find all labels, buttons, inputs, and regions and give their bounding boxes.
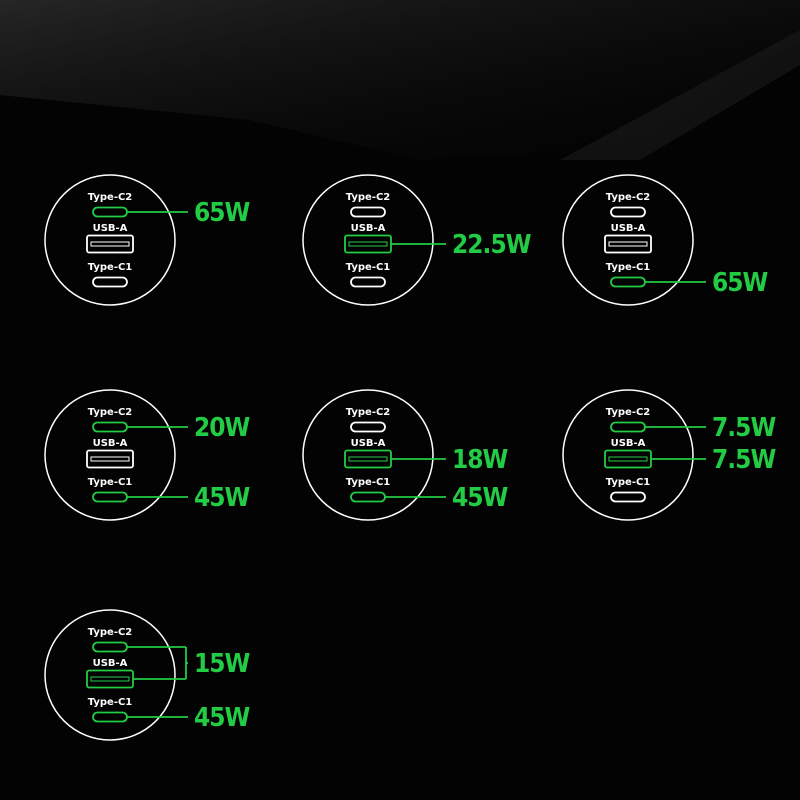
output-power-label: 22.5W: [452, 230, 532, 260]
port-type-c2-idle: [350, 421, 386, 433]
port-label-usb-a: USB-A: [93, 658, 128, 669]
port-usb-a-active: [344, 449, 392, 469]
port-label-usb-a: USB-A: [93, 223, 128, 234]
port-usb-a-active: [86, 669, 134, 689]
port-type-c1-active: [92, 491, 128, 503]
port-usb-a-active: [344, 234, 392, 254]
hub-outline: [44, 389, 176, 521]
port-label-usb-a: USB-A: [351, 223, 386, 234]
port-label-type-c1: Type-C1: [606, 262, 651, 273]
port-type-c2-active: [92, 206, 128, 218]
port-type-c1-idle: [610, 491, 646, 503]
port-type-c2-active: [92, 641, 128, 653]
port-type-c2-idle: [610, 206, 646, 218]
port-label-type-c2: Type-C2: [346, 192, 391, 203]
output-power-label: 65W: [194, 198, 251, 228]
port-usb-a-active: [604, 449, 652, 469]
port-label-type-c2: Type-C2: [606, 407, 651, 418]
port-type-c1-idle: [92, 276, 128, 288]
port-label-type-c1: Type-C1: [346, 477, 391, 488]
port-usb-a-idle: [86, 234, 134, 254]
port-label-type-c1: Type-C1: [88, 697, 133, 708]
usb-a-tongue: [90, 456, 130, 462]
usb-a-tongue: [608, 241, 648, 247]
port-type-c1-idle: [350, 276, 386, 288]
usb-a-tongue: [608, 456, 648, 462]
port-label-type-c1: Type-C1: [88, 262, 133, 273]
usb-a-tongue: [348, 241, 388, 247]
port-label-usb-a: USB-A: [351, 438, 386, 449]
port-type-c2-active: [610, 421, 646, 433]
port-label-usb-a: USB-A: [611, 223, 646, 234]
hub-outline: [302, 174, 434, 306]
port-type-c2-active: [92, 421, 128, 433]
output-power-label: 65W: [712, 268, 769, 298]
port-label-type-c2: Type-C2: [88, 627, 133, 638]
port-label-type-c1: Type-C1: [606, 477, 651, 488]
output-power-label: 45W: [194, 703, 251, 733]
output-power-label: 45W: [194, 483, 251, 513]
port-label-type-c2: Type-C2: [346, 407, 391, 418]
output-power-label: 15W: [194, 649, 251, 679]
port-label-type-c2: Type-C2: [88, 407, 133, 418]
usb-a-tongue: [90, 676, 130, 682]
hub-outline: [44, 609, 176, 741]
usb-a-tongue: [90, 241, 130, 247]
port-type-c1-active: [610, 276, 646, 288]
port-label-type-c1: Type-C1: [346, 262, 391, 273]
port-label-type-c1: Type-C1: [88, 477, 133, 488]
port-label-type-c2: Type-C2: [88, 192, 133, 203]
output-power-label: 20W: [194, 413, 251, 443]
hub-outline: [562, 174, 694, 306]
hub-outline: [562, 389, 694, 521]
output-power-label: 45W: [452, 483, 509, 513]
hub-outline: [302, 389, 434, 521]
port-type-c1-active: [92, 711, 128, 723]
port-type-c1-active: [350, 491, 386, 503]
hub-outline: [44, 174, 176, 306]
output-power-label: 7.5W: [712, 413, 776, 443]
port-usb-a-idle: [604, 234, 652, 254]
port-label-usb-a: USB-A: [93, 438, 128, 449]
usb-a-tongue: [348, 456, 388, 462]
output-power-label: 7.5W: [712, 445, 776, 475]
port-label-type-c2: Type-C2: [606, 192, 651, 203]
output-power-label: 18W: [452, 445, 509, 475]
port-label-usb-a: USB-A: [611, 438, 646, 449]
port-type-c2-idle: [350, 206, 386, 218]
port-usb-a-idle: [86, 449, 134, 469]
